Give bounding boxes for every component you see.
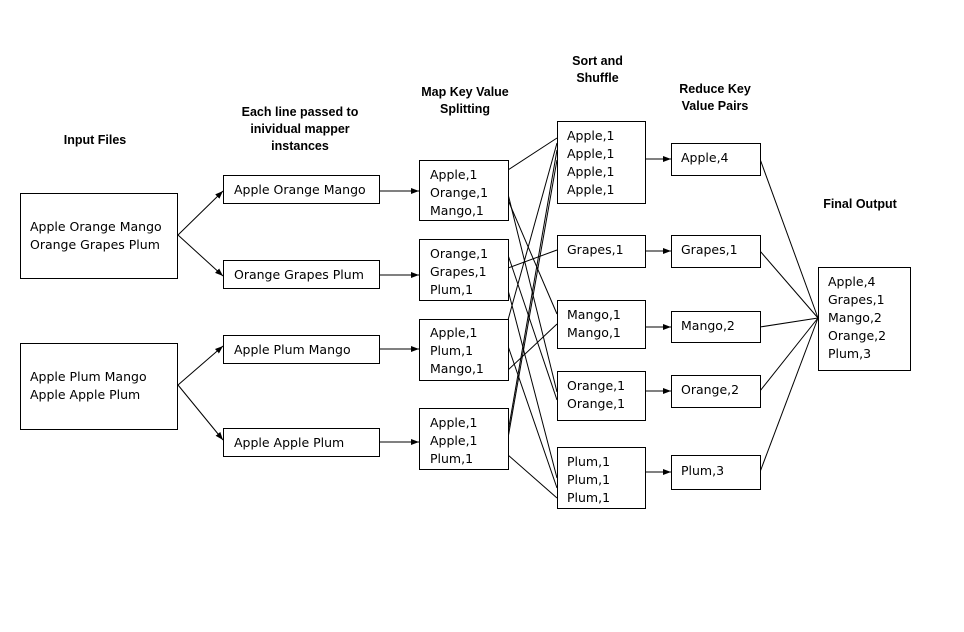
kv: Grapes,1	[681, 242, 738, 257]
kv: Mango,1	[430, 361, 484, 376]
mapper-text: Apple Orange Mango	[234, 182, 366, 197]
kv: Grapes,1	[828, 292, 885, 307]
input-file-2: Apple Plum Mango Apple Apple Plum	[20, 343, 178, 430]
split-arrow	[177, 384, 224, 441]
header-sort: Sort and Shuffle	[572, 54, 623, 85]
reduce-box-apple: Apple,4	[671, 143, 761, 176]
kv: Grapes,1	[430, 264, 487, 279]
sort-box-grapes: Grapes,1	[557, 235, 646, 268]
header-final: Final Output	[823, 197, 897, 211]
mapper-text: Orange Grapes Plum	[234, 267, 364, 282]
input-line: Apple Plum Mango	[30, 369, 147, 384]
input-file-1: Apple Orange Mango Orange Grapes Plum	[20, 193, 178, 279]
input-line: Apple Orange Mango	[30, 219, 162, 234]
kv: Mango,1	[567, 307, 621, 322]
reduce-box-plum: Plum,3	[671, 455, 761, 490]
kv: Mango,1	[567, 325, 621, 340]
kv: Apple,1	[430, 415, 478, 430]
shuffle-line	[507, 289, 558, 479]
output-line	[759, 317, 819, 392]
output-line	[759, 158, 819, 319]
split-arrow	[177, 345, 224, 386]
shuffle-line	[507, 137, 558, 171]
shuffle-line	[507, 323, 558, 371]
header-reduce: Reduce Key Value Pairs	[679, 82, 751, 113]
mapper-line-2: Orange Grapes Plum	[223, 260, 380, 289]
kv: Apple,1	[567, 128, 615, 143]
kv: Apple,1	[567, 182, 615, 197]
reduce-box-mango: Mango,2	[671, 311, 761, 343]
header-input: Input Files	[63, 133, 127, 147]
kv: Orange,1	[430, 246, 489, 261]
split-arrow	[177, 234, 224, 277]
kv: Plum,1	[430, 343, 474, 358]
kv: Plum,1	[430, 451, 474, 466]
kv: Plum,1	[567, 490, 611, 505]
input-line: Apple Apple Plum	[30, 387, 141, 402]
kv: Apple,1	[430, 325, 478, 340]
shuffle-line	[507, 149, 558, 433]
kv: Apple,1	[430, 167, 478, 182]
shuffle-line	[507, 454, 558, 499]
mapper-text: Apple Plum Mango	[234, 342, 351, 357]
kv: Apple,4	[681, 150, 729, 165]
kv: Mango,2	[828, 310, 882, 325]
kv: Mango,1	[430, 203, 484, 218]
kv: Plum,1	[430, 282, 474, 297]
shuffle-line	[507, 254, 558, 401]
mapper-text: Apple Apple Plum	[234, 435, 345, 450]
output-line	[759, 317, 819, 328]
header-map: Map Key Value Splitting	[421, 85, 509, 116]
kv: Plum,1	[567, 454, 611, 469]
kv: Apple,4	[828, 274, 876, 289]
output-line	[759, 317, 819, 473]
shuffle-line	[507, 199, 558, 315]
kv: Orange,1	[567, 396, 626, 411]
kv: Plum,1	[567, 472, 611, 487]
split-arrow	[177, 190, 224, 236]
mapper-line-4: Apple Apple Plum	[223, 428, 380, 457]
kv: Orange,2	[681, 382, 740, 397]
kv: Apple,1	[567, 164, 615, 179]
kv: Orange,1	[567, 378, 626, 393]
input-line: Orange Grapes Plum	[30, 237, 160, 252]
kv: Apple,1	[430, 433, 478, 448]
kv: Plum,3	[828, 346, 872, 361]
mapper-line-1: Apple Orange Mango	[223, 175, 380, 204]
kv: Orange,1	[430, 185, 489, 200]
shuffle-line	[507, 249, 558, 269]
header-mapper: Each line passed to inividual mapper ins…	[241, 105, 359, 153]
kv: Plum,3	[681, 463, 725, 478]
reduce-box-grapes: Grapes,1	[671, 235, 761, 268]
shuffle-line	[507, 345, 558, 489]
kv: Mango,2	[681, 318, 735, 333]
reduce-box-orange: Orange,2	[671, 375, 761, 408]
mapper-line-3: Apple Plum Mango	[223, 335, 380, 364]
kv: Grapes,1	[567, 242, 624, 257]
shuffle-line	[507, 159, 558, 439]
shuffle-line	[507, 142, 558, 321]
kv: Apple,1	[567, 146, 615, 161]
kv: Orange,2	[828, 328, 887, 343]
output-line	[759, 250, 819, 319]
